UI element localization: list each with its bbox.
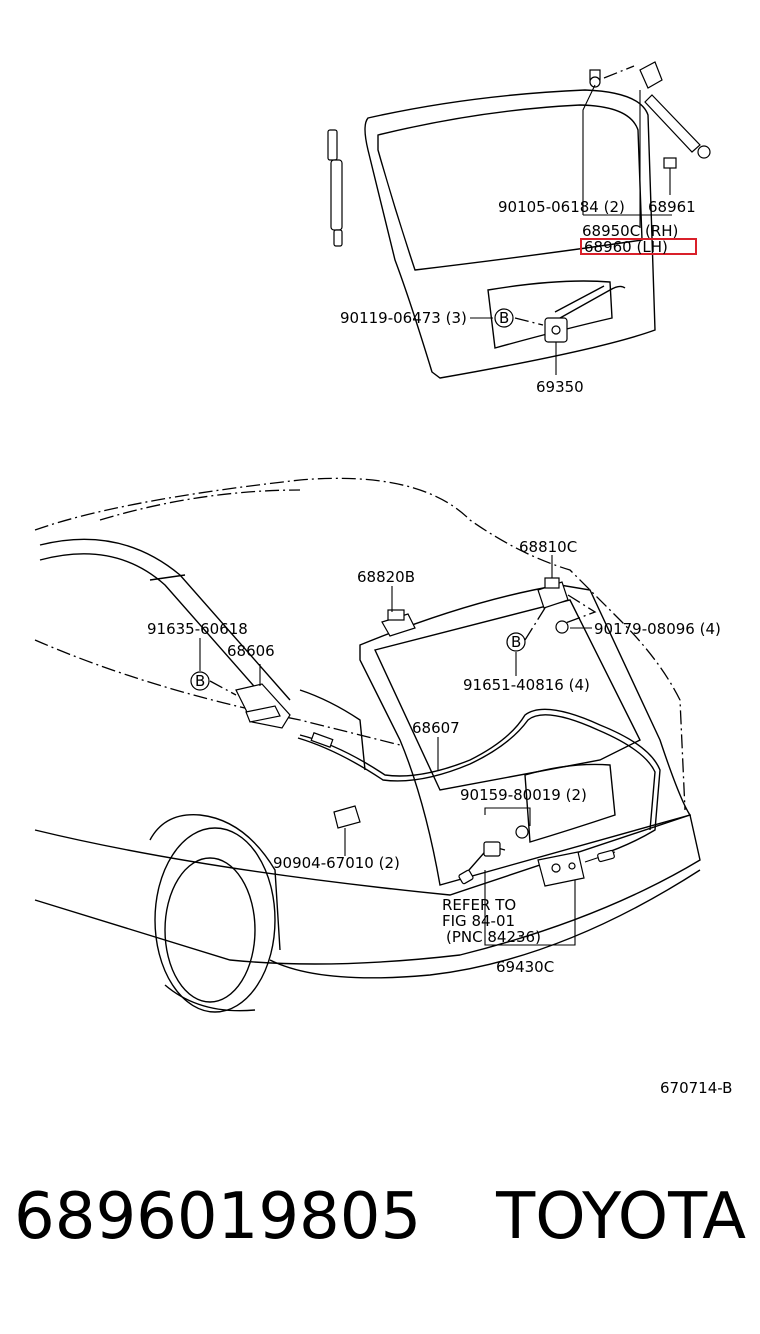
label-68820b: 68820B (357, 568, 415, 586)
label-68960: 68960 (LH) (584, 238, 668, 256)
screw-90159 (515, 825, 529, 839)
clip-90904 (333, 805, 361, 829)
brand-name: TOYOTA (496, 1180, 746, 1254)
callout-labels: 90105-06184 (2) 68961 68950C (RH) 68960 … (147, 198, 732, 1097)
label-68950c: 68950C (RH) (582, 222, 678, 240)
hinge-bolt (589, 69, 601, 88)
footer: 6896019805 TOYOTA (0, 1180, 760, 1290)
parts-diagram: B (34, 61, 732, 1097)
badge-b-upper-letter: B (499, 309, 509, 327)
label-refer-to: REFER TO (442, 896, 516, 914)
label-diagram-ref: 670714-B (660, 1079, 732, 1097)
label-90105-06184: 90105-06184 (2) (498, 198, 625, 216)
label-68606: 68606 (227, 642, 275, 660)
part-number: 6896019805 (14, 1180, 422, 1254)
rear-wheel (154, 827, 276, 1013)
label-90904-67010: 90904-67010 (2) (273, 854, 400, 872)
label-68607: 68607 (412, 719, 460, 737)
right-gas-strut (639, 61, 711, 159)
vehicle-body (34, 477, 701, 1013)
hinge-68810c (537, 577, 569, 609)
label-fig-84-01: FIG 84-01 (442, 912, 515, 930)
badge-b-left (190, 671, 210, 691)
nut-90179 (555, 620, 569, 634)
lock-69430c (537, 851, 585, 887)
label-90159-80019: 90159-80019 (2) (460, 786, 587, 804)
lock-69350 (544, 317, 568, 343)
badge-b-left-letter: B (195, 672, 205, 690)
back-door-assembly: B (327, 61, 711, 379)
badge-b-right-letter: B (511, 633, 521, 651)
lever-68606 (235, 683, 291, 729)
label-68810c: 68810C (519, 538, 577, 556)
label-pnc-84236: (PNC 84236) (446, 928, 541, 946)
lower-parts: B B (190, 555, 661, 946)
bolt-68961 (663, 157, 677, 169)
label-90119-06473: 90119-06473 (3) (340, 309, 467, 327)
label-69350: 69350 (536, 378, 584, 396)
label-90179-08096: 90179-08096 (4) (594, 620, 721, 638)
left-gas-strut (327, 129, 343, 247)
label-69430c: 69430C (496, 958, 554, 976)
hinge-68820b (381, 609, 416, 637)
badge-b-upper (494, 308, 514, 328)
badge-b-right (506, 632, 526, 652)
label-68961: 68961 (648, 198, 696, 216)
label-91651-40816: 91651-40816 (4) (463, 676, 590, 694)
highlight-box (580, 238, 697, 255)
label-91635-60618: 91635-60618 (147, 620, 248, 638)
